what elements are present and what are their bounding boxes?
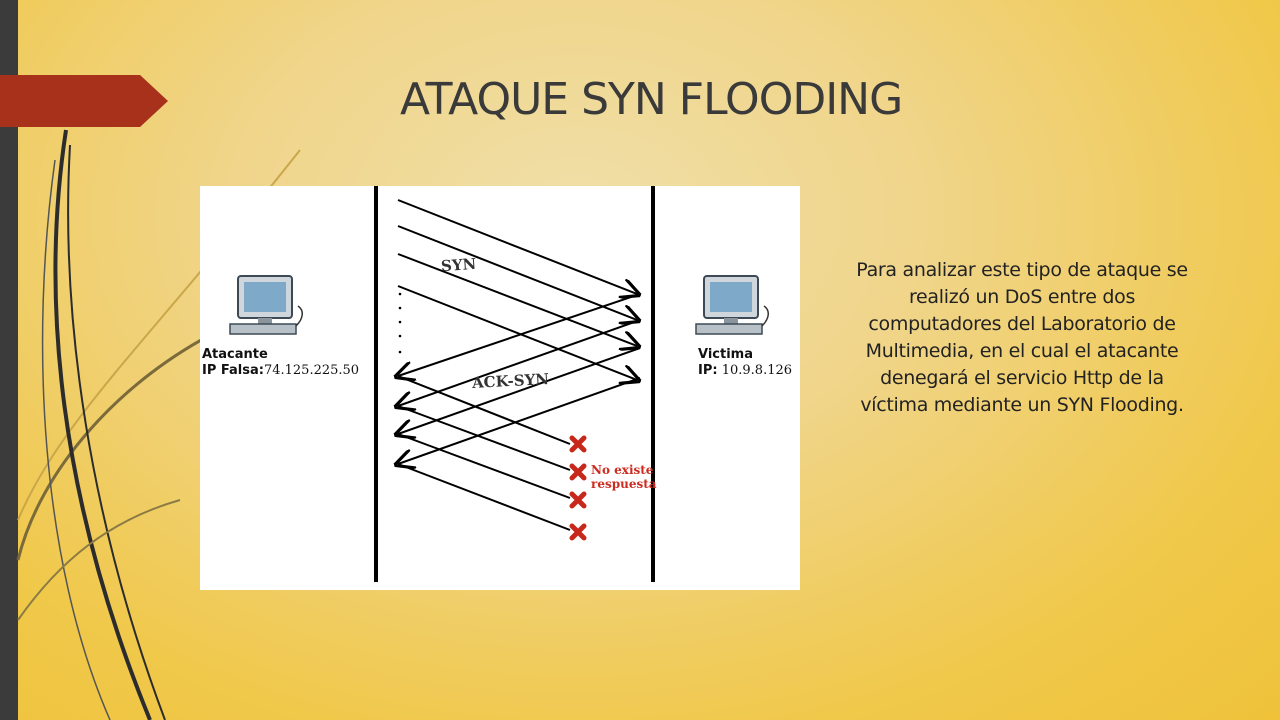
attacker-computer-icon — [229, 275, 303, 335]
ellipsis-dots — [398, 292, 402, 354]
sequence-diagram-svg — [229, 186, 769, 582]
attacker-ip-label: IP Falsa: — [202, 363, 264, 378]
syn-flood-diagram: SYN ACK-SYN No existe respuesta Atacante… — [200, 186, 800, 590]
victim-label: Victima IP: 10.9.8.126 — [698, 347, 792, 379]
attacker-ip: 74.125.225.50 — [263, 363, 360, 378]
syn-arrows — [397, 199, 637, 380]
title-accent-tab — [0, 75, 168, 127]
failed-ack-lines — [397, 375, 571, 531]
red-x-icons — [569, 435, 587, 541]
victim-computer-icon — [695, 275, 769, 335]
victim-name: Victima — [698, 347, 753, 362]
syn-label: SYN — [440, 254, 477, 276]
victim-ip: 10.9.8.126 — [721, 363, 793, 378]
attacker-name: Atacante — [202, 347, 268, 362]
victim-ip-label: IP: — [698, 363, 718, 378]
no-response-label: No existe respuesta — [591, 463, 657, 491]
no-response-line1: No existe — [591, 463, 654, 477]
left-accent-strip — [0, 0, 18, 720]
slide-title: ATAQUE SYN FLOODING — [400, 74, 903, 125]
attacker-label: Atacante IP Falsa:74.125.225.50 — [202, 347, 359, 379]
slide-description: Para analizar este tipo de ataque se rea… — [856, 259, 1188, 416]
no-response-line2: respuesta — [591, 477, 657, 491]
